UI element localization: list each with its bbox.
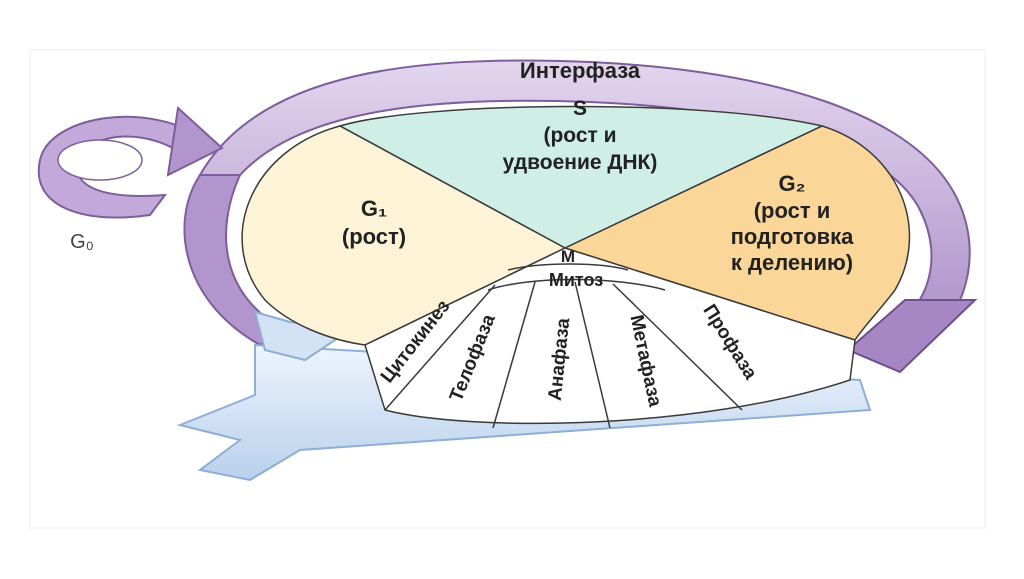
sector-g2-line-2: подготовка [731, 224, 855, 249]
sector-s-name: S [573, 97, 587, 120]
g0-loop-hole [57, 139, 143, 181]
sector-g1-name: G₁ [361, 196, 387, 221]
sector-g1-line-1: (рост) [342, 224, 406, 249]
interphase-arrowhead [846, 299, 978, 374]
g0-label: G₀ [70, 231, 94, 253]
sector-s [338, 105, 825, 249]
mitosis-label: Митоз [549, 270, 603, 290]
m-label: М [561, 247, 575, 266]
sector-g2-line-1: (рост и [754, 198, 831, 223]
sector-g2 [562, 125, 911, 341]
mitosis-mid-arc [487, 278, 666, 291]
title-interphase: Интерфаза [520, 58, 641, 83]
sector-mitosis [364, 247, 856, 425]
g0-loop-arrowhead [166, 106, 224, 177]
sector-g1 [241, 125, 567, 346]
mitosis-inner-arc [507, 263, 629, 271]
sector-g2-name: G₂ [779, 171, 806, 196]
sector-s-line-1: (рост и [543, 124, 616, 147]
phase-dividers [384, 281, 743, 429]
sector-g2-line-3: к делению) [731, 250, 853, 275]
sector-s-line-2: удвоение ДНК) [503, 151, 658, 174]
